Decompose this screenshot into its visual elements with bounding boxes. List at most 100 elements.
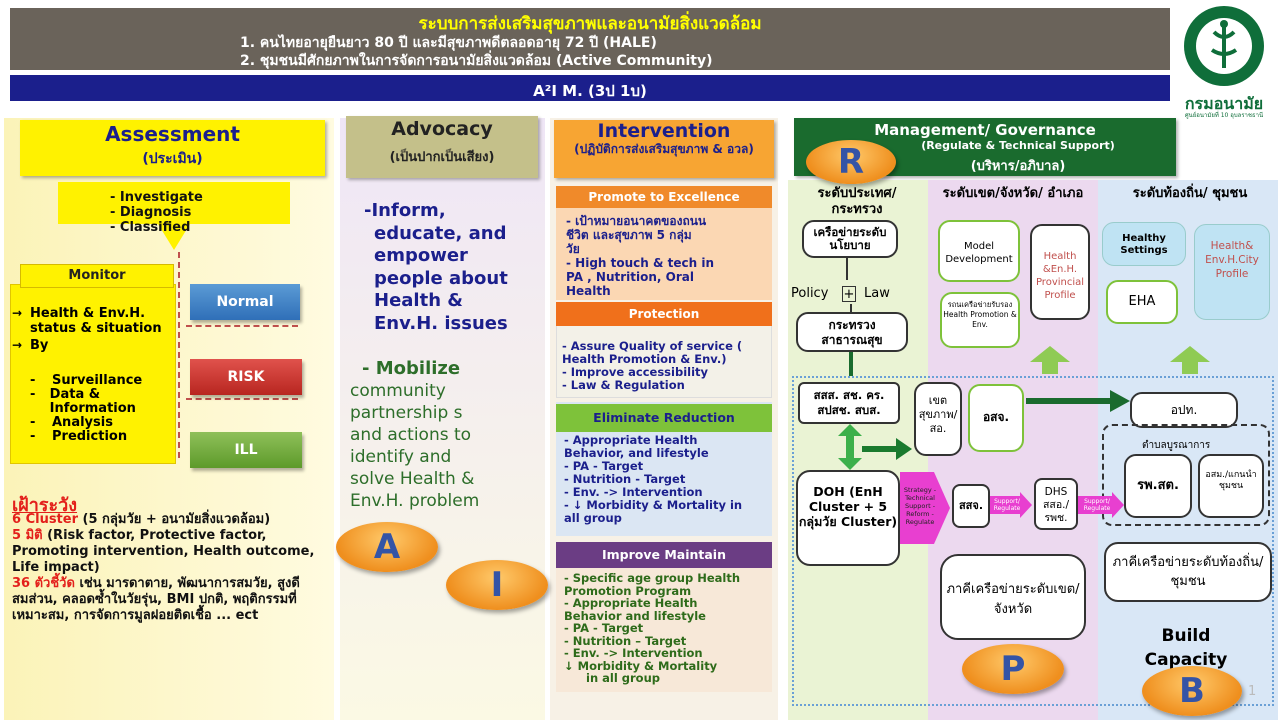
page-number: 1 [1248, 684, 1257, 699]
law-label: Law [864, 286, 890, 301]
eliminate-line: - PA - Target [564, 459, 644, 473]
health-prov-profile-box: Health &En.H. Provincial Profile [1030, 224, 1090, 320]
up-arrow-icon [1030, 346, 1070, 374]
improve-line: Behavior and lifestyle [564, 608, 706, 623]
callout-list: - Investigate - Diagnosis - Classified [110, 190, 203, 235]
watch-cluster-desc: (5 กลุ่มวัย + อนามัยสิ่งแวดล้อม) [78, 512, 271, 527]
watch-cluster: 6 Cluster [12, 512, 79, 527]
monitor-arrow-icon: → [12, 338, 23, 352]
col1-title: ระดับประเทศ/ กระทรวง [817, 186, 897, 217]
protection-label: Protection [556, 302, 772, 326]
advocacy-title: Advocacy [391, 118, 493, 140]
callout-shape [58, 182, 290, 250]
watch-indicator-desc: เช่น มารดาตาย, พัฒนาการสมวัย, สูงดีสมส่ว… [12, 576, 300, 623]
improve-line: ↓ Morbidity & Mortality [564, 658, 718, 673]
watch-indicator: 36 ตัวชี้วัด [12, 576, 75, 591]
promote-line: ชีวิต และสุขภาพ 5 กลุ่ม [566, 228, 692, 242]
monitor-label: Monitor [68, 268, 126, 283]
monitor-label-bg [20, 264, 174, 288]
risk-button[interactable]: RISK [190, 359, 302, 395]
advocacy-header [346, 116, 538, 178]
protection-text: - Assure Quality of service ( Health Pro… [562, 340, 742, 392]
agencies-box: สสส. สช. คร. สปสช. สบส. [798, 382, 900, 424]
improve-line: - PA - Target [564, 621, 644, 635]
intervention-header [554, 120, 774, 178]
subdistrict-frame [1102, 424, 1270, 526]
arrow-up [850, 304, 852, 314]
advocacy-subtitle: (เป็นปากเป็นเสียง) [389, 150, 495, 165]
arrow-up [846, 258, 848, 280]
callout-item: - Classified [110, 220, 191, 235]
oval-i[interactable]: I [446, 560, 548, 610]
eliminate-text: - Appropriate Health Behavior, and lifes… [564, 434, 742, 525]
management-subtitle2: (บริหาร/อภิบาล) [970, 159, 1066, 174]
ministry-seal-icon [1184, 6, 1264, 86]
monitor-bullets: -Surveillance -Data & Information -Analy… [30, 374, 176, 444]
promote-line: - High touch & tech in [566, 256, 714, 270]
dashed-connector [186, 325, 298, 327]
advocacy-line: empower [374, 245, 468, 266]
improve-line: - Appropriate Health [564, 596, 698, 610]
subbar [10, 75, 1170, 101]
watch-title: เฝ้าระวัง [12, 495, 78, 516]
bullet-item: Surveillance [52, 373, 143, 388]
management-title: Management/ Governance [874, 121, 1096, 139]
advocacy-line: Env.H. problem [350, 491, 480, 511]
advocacy-text2: community partnership s and actions to i… [350, 380, 479, 512]
advocacy-line: people about [374, 267, 508, 289]
bullet-item: Analysis [52, 415, 113, 430]
monitor-item: By [30, 338, 49, 353]
healthy-settings-box: Healthy Settings [1102, 222, 1186, 266]
ministry-box: กระทรวงสาธารณสุข [796, 312, 908, 352]
eliminate-line: all group [564, 511, 622, 525]
header-line2: 2. ชุมชนมีศักยภาพในการจัดการอนามัยสิ่งแว… [240, 53, 713, 69]
logo-text: กรมอนามัย [1184, 94, 1264, 113]
dashed-frame [792, 376, 1274, 706]
advocacy-line: -Inform, [364, 200, 446, 221]
normal-button[interactable]: Normal [190, 284, 300, 320]
eha-box: EHA [1106, 280, 1178, 324]
monitor-item: Health & Env.H. status & situation [30, 306, 162, 336]
logo-subtext: ศูนย์อนามัยที่ 10 อุบลราชธานี [1184, 112, 1264, 119]
callout-item: - Investigate [110, 190, 203, 205]
eliminate-label: Eliminate Reduction [556, 404, 772, 432]
improve-line: in all group [586, 671, 661, 685]
local-network-box: ภาคีเครือข่ายระดับท้องถิ่น/ชุมชน [1104, 542, 1272, 602]
plus-label: + [842, 286, 856, 302]
policy-label: Policy [791, 286, 829, 301]
advocacy-line: and actions to [350, 425, 472, 445]
oval-b[interactable]: B [1142, 666, 1242, 716]
oval-r[interactable]: R [806, 140, 896, 184]
promote-text: - เป้าหมายอนาคตของถนน ชีวิต และสุขภาพ 5 … [566, 214, 714, 298]
advocacy-line: Env.H. issues [374, 312, 508, 334]
dashed-connector [186, 398, 298, 400]
eliminate-line: - Appropriate Health [564, 433, 698, 447]
opt-box: อปท. [1130, 392, 1238, 428]
dhs-box: DHS สสอ./รพช. [1034, 478, 1078, 530]
advocacy-panel [340, 118, 545, 720]
oval-p[interactable]: P [962, 644, 1064, 694]
advocacy-line: community [350, 381, 446, 401]
advocacy-text2-head: - Mobilize [362, 358, 461, 379]
oval-a[interactable]: A [336, 522, 438, 572]
rpsst-box: รพ.สต. [1124, 454, 1192, 518]
intervention-subtitle: (ปฏิบัติการส่งเสริมสุขภาพ & อวล) [574, 142, 754, 156]
ill-button[interactable]: ILL [190, 432, 302, 468]
advocacy-text1: -Inform, educate, and empower people abo… [364, 200, 508, 335]
promote-label: Promote to Excellence [556, 186, 772, 208]
protection-line: - Assure Quality of service ( [562, 339, 743, 353]
improve-line: Promotion Program [564, 583, 692, 598]
improve-line: - Env. -> Intervention [564, 646, 703, 660]
intervention-title: Intervention [597, 120, 731, 142]
management-subtitle: (Regulate & Technical Support) [921, 139, 1115, 152]
strategy-label: Strategy -Technical Support -Reform -Reg… [903, 486, 937, 526]
sso-box: สสจ. [952, 484, 990, 528]
policy-network-box: เครือข่ายระดับนโยบาย [802, 220, 898, 258]
advocacy-line: solve Health & [350, 469, 475, 489]
col3-title: ระดับท้องถิ่น/ ชุมชน [1132, 186, 1248, 201]
health-city-profile-box: Health& Env.H.City Profile [1194, 224, 1270, 320]
advocacy-line: Health & [374, 290, 463, 311]
watch-text: 6 Cluster (5 กลุ่มวัย + อนามัยสิ่งแวดล้อ… [12, 512, 322, 624]
improve-line: - Nutrition – Target [564, 633, 687, 648]
subdistrict-label: ตำบลบูรณาการ [1140, 438, 1213, 453]
